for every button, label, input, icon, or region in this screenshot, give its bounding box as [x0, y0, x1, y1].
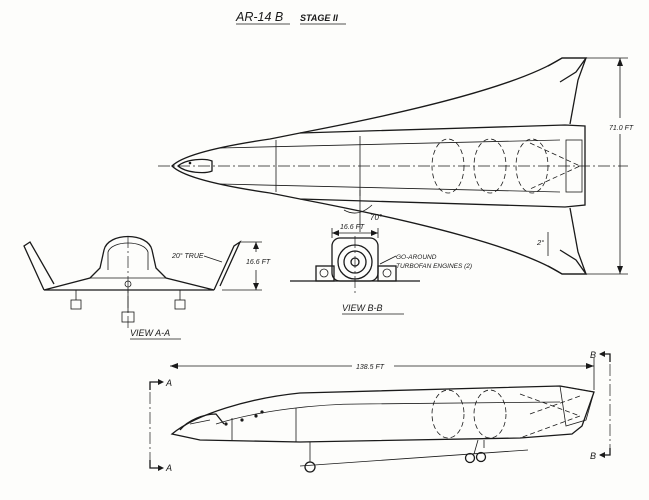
section-arrow-a-top	[158, 379, 164, 385]
engines-leader	[379, 255, 397, 265]
drawing-title: AR-14 B	[235, 10, 283, 24]
side-fuselage-outline	[170, 385, 595, 443]
rear-view-label: VIEW B-B	[342, 303, 383, 313]
plan-nose-detail	[188, 161, 192, 165]
height-arrow-top	[253, 242, 259, 249]
rear-view: 16.6 FT GO-AROUND TURBOFAN ENGINES (2) V…	[290, 224, 472, 315]
side-main-gear-wheel-2	[475, 451, 487, 463]
section-arrow-b-bottom	[599, 452, 605, 458]
front-view-label: VIEW A-A	[130, 328, 170, 338]
section-a-top-label: A	[165, 378, 172, 388]
sweep-angle-arc	[343, 204, 373, 214]
plan-tank-3	[515, 138, 549, 194]
section-mark-a-bottom	[149, 460, 160, 469]
section-b-top-label: B	[590, 350, 596, 360]
length-arrow-bottom	[617, 266, 623, 274]
front-body-outline	[43, 236, 215, 291]
plan-inner-line-upper	[219, 139, 561, 149]
side-porthole-3	[254, 414, 258, 418]
side-main-gear-wheel-1	[464, 452, 476, 464]
plan-tank-2	[473, 138, 507, 194]
side-nozzle-x	[519, 393, 582, 439]
side-porthole-4	[260, 410, 264, 414]
front-gear-left	[70, 290, 82, 310]
engines-callout-line1: GO-AROUND	[396, 254, 437, 261]
side-length-arrow-left	[170, 363, 178, 369]
height-dim-label: 16.6 FT	[246, 259, 271, 266]
section-b-bottom-label: B	[590, 451, 596, 461]
engines-callout-line2: TURBOFAN ENGINES (2)	[396, 263, 472, 270]
plan-nozzle-x	[529, 142, 581, 190]
side-view: 138.5 FT A	[149, 350, 611, 473]
side-tank-1	[431, 389, 465, 439]
section-arrow-b-top	[599, 351, 605, 357]
side-nose-gear-wheel	[304, 461, 316, 473]
front-winglet-right	[213, 240, 242, 291]
rear-nacelle-right	[377, 265, 397, 282]
length-dim-label: 71.0 FT	[609, 125, 634, 132]
height-arrow-bottom	[253, 283, 259, 290]
plan-canopy	[177, 158, 213, 174]
span-dim-label: 16.6 FT	[340, 224, 365, 231]
plan-winglet-upper	[547, 57, 588, 83]
plan-inner-line-lower	[219, 183, 561, 193]
plan-fuselage-outline	[171, 124, 586, 208]
drawing-subtitle: STAGE II	[300, 13, 338, 23]
plan-nozzle-box	[565, 139, 583, 193]
side-ground-line	[299, 449, 529, 467]
side-length-label-bg	[352, 360, 394, 371]
side-length-label: 138.5 FT	[356, 364, 385, 371]
side-main-gear-strut	[473, 439, 479, 455]
rear-engine-left-icon	[319, 268, 329, 278]
side-porthole-1	[224, 422, 228, 426]
side-nozzle-diag	[529, 395, 581, 415]
dihedral-label: 20° TRUE	[171, 252, 204, 260]
plan-winglet-lower	[547, 249, 588, 275]
rear-engine-right-icon	[382, 268, 392, 278]
small-angle-label: 2°	[536, 238, 544, 247]
sweep-angle-label: 70°	[370, 213, 383, 222]
plan-view: 70° 2° 71.0 FT	[158, 57, 634, 275]
side-tail	[559, 385, 595, 427]
side-tank-2	[473, 389, 507, 439]
side-porthole-2	[240, 418, 244, 422]
side-canopy	[179, 413, 225, 431]
front-winglet-left	[23, 241, 55, 291]
plan-wing-upper	[299, 57, 587, 134]
section-arrow-a-bottom	[158, 465, 164, 471]
front-gear-right	[174, 290, 186, 310]
side-length-arrow-right	[586, 363, 594, 369]
span-arrow-left	[332, 230, 339, 236]
span-arrow-right	[371, 230, 378, 236]
side-inner-line	[215, 401, 561, 425]
section-mark-a-top	[149, 381, 160, 390]
rear-nacelle-left	[315, 265, 335, 282]
length-arrow-top	[617, 58, 623, 66]
plan-tank-1	[431, 138, 465, 194]
dihedral-leader	[203, 255, 223, 263]
front-view: 20° TRUE 16.6 FT VIEW A-A	[23, 236, 271, 340]
section-a-bottom-label: A	[165, 463, 172, 473]
side-canopy-frame	[189, 419, 211, 425]
